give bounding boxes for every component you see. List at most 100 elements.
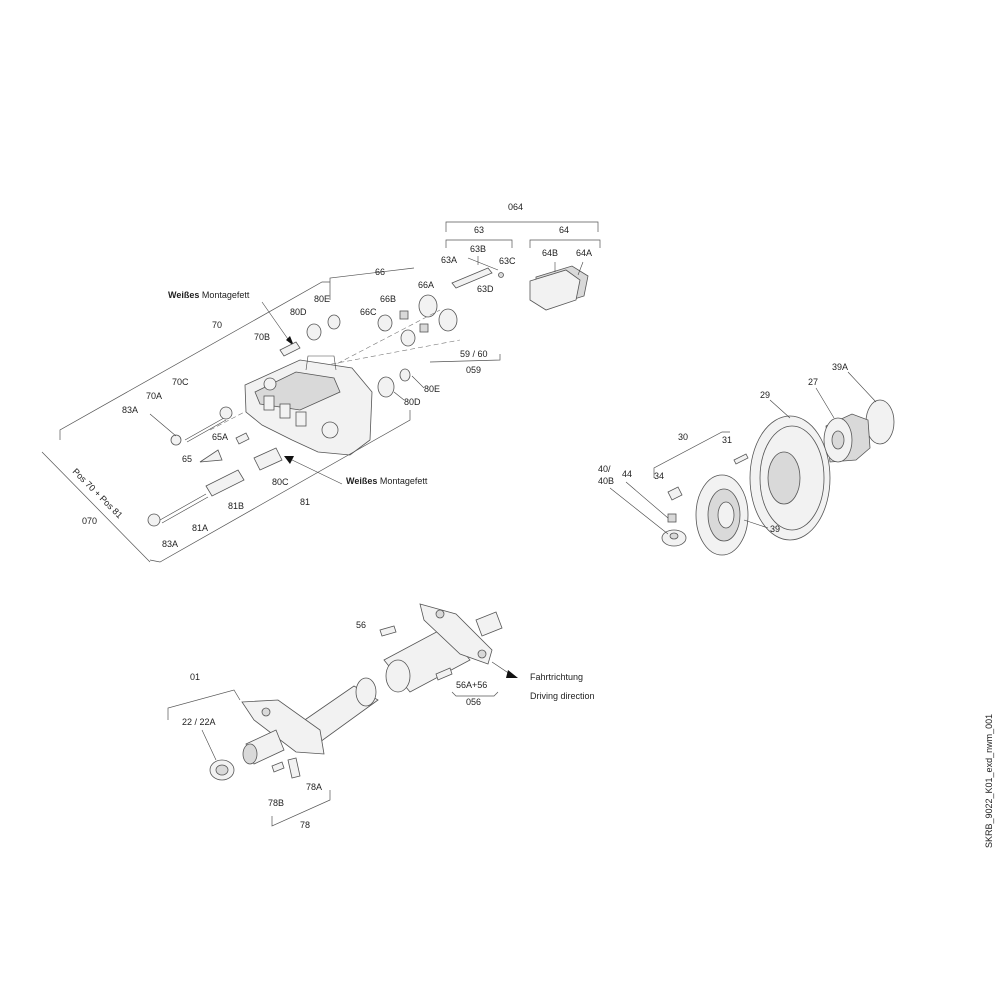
label-31: 31	[722, 435, 732, 445]
label-83A-bottom: 83A	[162, 539, 178, 549]
direction-label-en: Driving direction	[530, 691, 595, 701]
bracket-66	[329, 267, 415, 300]
axle-flange-right	[419, 603, 493, 665]
o-ring-39A	[865, 399, 895, 445]
direction-label-de: Fahrtrichtung	[530, 672, 583, 682]
bolt-31	[733, 453, 749, 465]
fitting-78A	[287, 757, 301, 779]
grease-arrow-bottom	[284, 456, 294, 464]
label-80E-mid: 80E	[424, 384, 440, 394]
bolt-44	[667, 513, 677, 523]
label-39: 39	[770, 524, 780, 534]
label-66: 66	[375, 267, 385, 277]
label-78: 78	[300, 820, 310, 830]
label-064: 064	[508, 202, 523, 212]
boot-lower	[438, 308, 458, 332]
tappet-lower	[419, 323, 429, 333]
label-27: 27	[808, 377, 818, 387]
label-34: 34	[654, 471, 664, 481]
label-80C: 80C	[272, 477, 289, 487]
label-30: 30	[678, 432, 688, 442]
boot-upper	[418, 294, 438, 318]
label-63: 63	[474, 225, 484, 235]
guide-sleeve-70B	[279, 341, 301, 357]
seal-ring-upper	[377, 314, 393, 332]
bracket-64	[529, 239, 601, 248]
bolt-70A	[184, 417, 225, 441]
bracket-064	[445, 221, 599, 232]
grease-arrow-top	[286, 336, 294, 346]
label-63C: 63C	[499, 256, 516, 266]
brake-pad-front	[529, 269, 581, 311]
label-70: 70	[212, 320, 222, 330]
label-40-40B-a: 40/	[598, 464, 611, 474]
driving-direction-arrow	[506, 670, 518, 678]
seal-group: 66 66A 66B 66C 70 Weißes Montagefett 80E…	[59, 267, 461, 440]
label-29: 29	[760, 390, 770, 400]
label-66C: 66C	[360, 307, 377, 317]
bushing-70C	[219, 406, 233, 420]
label-59-60: 59 / 60	[460, 349, 488, 359]
label-64: 64	[559, 225, 569, 235]
label-81: 81	[300, 497, 310, 507]
boot-80-mid	[377, 376, 395, 398]
label-70A: 70A	[146, 391, 162, 401]
axle-stub-right	[475, 611, 503, 637]
grease-note-top: Weißes Montagefett	[168, 290, 250, 300]
label-80E-top: 80E	[314, 294, 330, 304]
label-78A: 78A	[306, 782, 322, 792]
label-63B: 63B	[470, 244, 486, 254]
bushing-80D-top	[306, 323, 322, 341]
cone-65	[199, 449, 223, 463]
cap-83A-bottom	[147, 513, 161, 527]
label-83A-top: 83A	[122, 405, 138, 415]
fitting-78B	[271, 761, 285, 773]
label-81B: 81B	[228, 501, 244, 511]
label-80D-top: 80D	[290, 307, 307, 317]
bracket-070	[41, 451, 151, 563]
pad-retainer-spring	[451, 267, 493, 289]
label-81A: 81A	[192, 523, 208, 533]
label-pos-70-81: Pos 70 + Pos 81	[71, 466, 125, 520]
label-65: 65	[182, 454, 192, 464]
drawing-id: SKRB_9022_K01_exd_nwm_001	[984, 714, 994, 848]
bracket-01	[167, 689, 241, 720]
label-01: 01	[190, 672, 200, 682]
retaining-pin	[467, 257, 499, 271]
nut-34	[667, 486, 683, 501]
label-63D: 63D	[477, 284, 494, 294]
label-64B: 64B	[542, 248, 558, 258]
label-66A: 66A	[418, 280, 434, 290]
label-070: 070	[82, 516, 97, 526]
hub-disc-group: 39A 27 29 30 31 39 34 40/ 40B 44	[598, 362, 895, 556]
axle-group: 56 56A+56 056 Fahrtrichtung Driving dire…	[167, 603, 595, 830]
bracket-78	[271, 790, 331, 827]
bolt-56A	[435, 667, 453, 681]
label-56A-56: 56A+56	[456, 680, 487, 690]
bracket-81	[149, 410, 411, 563]
boot-80C	[253, 447, 283, 471]
label-66B: 66B	[380, 294, 396, 304]
sleeve-65A	[235, 432, 250, 445]
label-70C: 70C	[172, 377, 189, 387]
caliper-housing: 59 / 60 059 80E 80D	[244, 349, 501, 456]
label-56: 56	[356, 620, 366, 630]
caliper-top-face	[254, 371, 341, 411]
label-63A: 63A	[441, 255, 457, 265]
label-80D-mid: 80D	[404, 397, 421, 407]
cap-83A-top	[170, 434, 182, 446]
bracket-30	[653, 431, 730, 478]
label-64A: 64A	[576, 248, 592, 258]
label-22-22A: 22 / 22A	[182, 717, 216, 727]
bracket-70	[59, 281, 330, 440]
bolt-56	[379, 625, 397, 637]
label-059: 059	[466, 365, 481, 375]
label-65A: 65A	[212, 432, 228, 442]
label-78B: 78B	[268, 798, 284, 808]
tappet-upper	[399, 310, 409, 320]
label-40-40B-b: 40B	[598, 476, 614, 486]
bolt-81A	[159, 493, 207, 521]
label-39A: 39A	[832, 362, 848, 372]
pads-group: 064 63 64 63B 63A 63C 63D 64B 64A	[441, 202, 601, 311]
